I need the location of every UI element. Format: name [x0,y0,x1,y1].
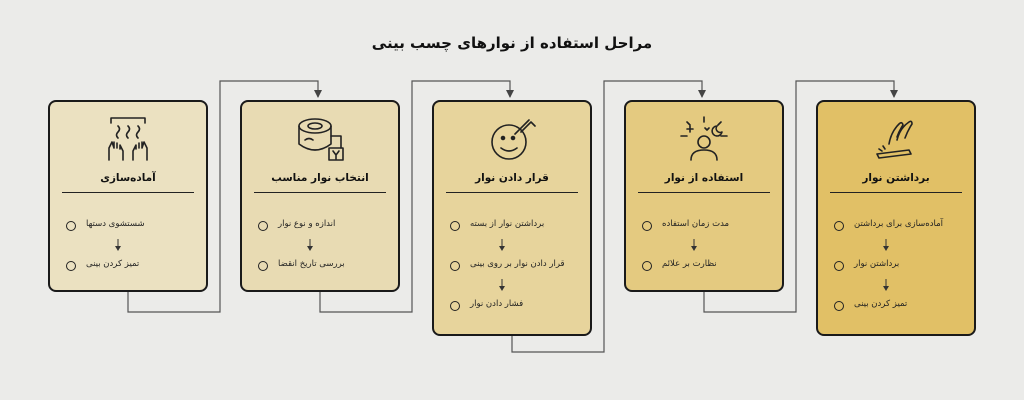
list-item: مدت زمان استفاده [642,219,770,235]
diagram-title: مراحل استفاده از نوارهای چسب بینی [371,34,653,52]
step-card-5: برداشتن نوار آماده‌سازی برای برداشتن برد… [816,100,976,336]
bullet-circle-icon [642,261,652,271]
divider [446,192,578,193]
step-title: استفاده از نوار [664,172,744,184]
list-item: تمیز کردن بینی [834,299,962,315]
arrow-down-icon [883,279,889,291]
list-item: شستشوی دستها [66,219,194,235]
list-item: نظارت بر علائم [642,259,770,275]
step-title: آماده‌سازی [100,172,156,184]
bullet-circle-icon [66,261,76,271]
list-item: برداشتن نوار [834,259,962,275]
step-title: قرار دادن نوار [475,172,549,184]
bullet-circle-icon [450,261,460,271]
step-card-4: استفاده از نوار مدت زمان استفاده نظارت ب… [624,100,784,292]
step-card-3: قرار دادن نوار برداشتن نوار از بسته قرار… [432,100,592,336]
tape-roll-icon [298,118,344,161]
step-card-1: آماده‌سازی شستشوی دستها تمیز کردن بینی [48,100,208,292]
list-item: بررسی تاریخ انقضا [258,259,386,275]
bullet-circle-icon [450,301,460,311]
step-card-2: انتخاب نوار مناسب اندازه و نوع نوار بررس… [240,100,400,292]
list-item: آماده‌سازی برای برداشتن [834,219,962,235]
list-item: اندازه و نوع نوار [258,219,386,235]
connector-1-2 [127,80,322,313]
bullet-circle-icon [258,221,268,231]
hands-washing-icon [108,117,148,161]
step-title: برداشتن نوار [862,172,930,184]
divider [62,192,194,193]
connector-3-4 [511,80,706,353]
bullet-circle-icon [258,261,268,271]
list-item: فشار دادن نوار [450,299,578,315]
arrow-down-icon [883,239,889,251]
arrow-down-icon [691,239,697,251]
list-item: تمیز کردن بینی [66,259,194,275]
bullet-circle-icon [66,221,76,231]
arrow-down-icon [499,239,505,251]
divider [254,192,386,193]
face-tape-icon [491,119,536,160]
arrow-down-icon [499,279,505,291]
connector-4-5 [703,80,898,313]
connector-2-3 [319,80,514,313]
list-item: قرار دادن نوار بر روی بینی [450,259,578,275]
step-title: انتخاب نوار مناسب [271,172,369,184]
divider [830,192,962,193]
arrow-down-icon [307,239,313,251]
bullet-circle-icon [642,221,652,231]
bullet-circle-icon [450,221,460,231]
bullet-circle-icon [834,221,844,231]
bullet-circle-icon [834,261,844,271]
peel-tape-icon [876,120,913,159]
sleeping-person-icon [680,116,728,161]
arrow-down-icon [115,239,121,251]
bullet-circle-icon [834,301,844,311]
divider [638,192,770,193]
list-item: برداشتن نوار از بسته [450,219,578,235]
